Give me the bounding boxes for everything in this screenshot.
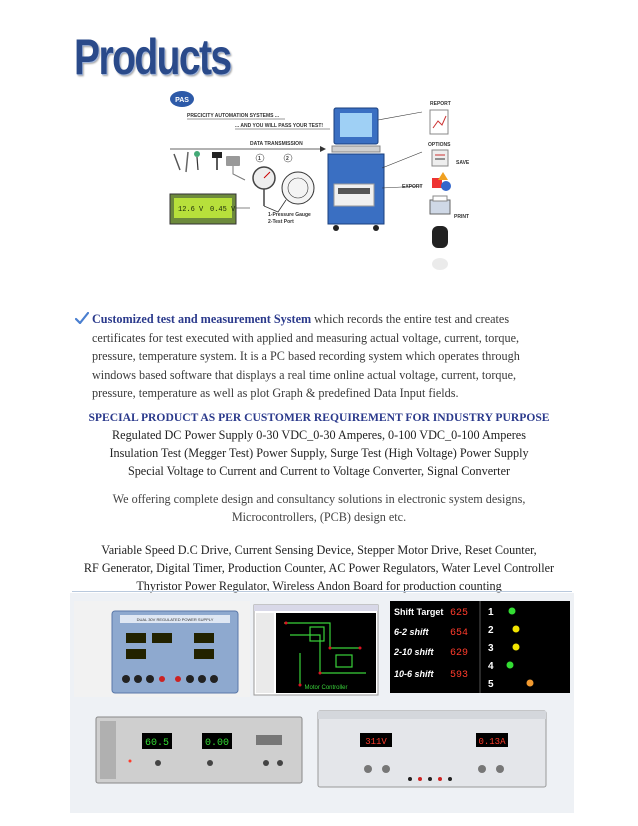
svg-text:5: 5 — [488, 679, 494, 690]
pcb-design-screenshot: Motor Controller — [253, 604, 379, 696]
sensor-probes — [173, 151, 246, 181]
save-label: SAVE — [456, 160, 470, 166]
andon-board-photo: Shift Target 625 6-2 shift 654 2-10 shif… — [390, 601, 570, 693]
options-label: OPTIONS — [428, 142, 451, 148]
intro-paragraph: Customized test and measurement System w… — [75, 310, 554, 403]
data-transmission-label: DATA TRANSMISSION — [250, 141, 303, 147]
products-paragraph: Variable Speed D.C Drive, Current Sensin… — [0, 541, 638, 595]
pressure-gauge: 1 2 1-Pressure Gauge 2-Test Port — [252, 153, 315, 225]
design-line: Microcontrollers, (PCB) design etc. — [231, 510, 407, 524]
tagline-1: PRECICITY AUTOMATION SYSTEMS ... — [187, 113, 280, 119]
display-right-value: 0.45 V — [210, 206, 236, 214]
test-cart — [327, 107, 385, 231]
special-line: Insulation Test (Megger Test) Power Supp… — [109, 446, 529, 460]
svg-text:3: 3 — [488, 643, 494, 654]
andon-row-label: 10-6 shift — [394, 669, 435, 679]
special-line: Regulated DC Power Supply 0-30 VDC_0-30 … — [112, 428, 526, 442]
andon-row-label: 6-2 shift — [394, 627, 430, 637]
meter-voltage: 311V — [365, 737, 387, 747]
products-line: RF Generator, Digital Timer, Production … — [83, 561, 555, 575]
special-heading: SPECIAL PRODUCT AS PER CUSTOMER REQUIREM… — [88, 411, 550, 424]
svg-text:2: 2 — [488, 625, 494, 636]
svg-text:1: 1 — [488, 607, 494, 618]
options-icon — [431, 149, 449, 167]
checkmark-icon — [75, 312, 89, 324]
products-line: Variable Speed D.C Drive, Current Sensin… — [101, 543, 537, 557]
export-icon — [432, 172, 451, 191]
report-label: REPORT — [430, 101, 451, 107]
andon-row-value: 593 — [450, 670, 468, 681]
printer-icon — [429, 195, 451, 215]
pcb-label: Motor Controller — [304, 685, 347, 691]
status-light — [512, 643, 520, 651]
svg-text:4: 4 — [488, 661, 494, 672]
products-line: Thyristor Power Regulator, Wireless Ando… — [136, 579, 502, 593]
special-list: Regulated DC Power Supply 0-30 VDC_0-30 … — [0, 426, 638, 480]
andon-row-value: 629 — [450, 648, 468, 659]
product-photo-collage: DUAL 30V REGULATED POWER SUPPLY Motor — [70, 593, 574, 813]
pas-logo: PAS — [170, 91, 194, 107]
andon-target: 625 — [450, 608, 468, 619]
meter-right-value: 0.00 — [205, 738, 229, 749]
special-line: Special Voltage to Current and Current t… — [127, 464, 511, 478]
intro-highlight: Customized test and measurement System — [92, 312, 312, 326]
andon-row-value: 654 — [450, 628, 468, 639]
svg-text:1: 1 — [258, 156, 261, 162]
lcd-display: 12.6 V 0.45 V — [169, 193, 250, 225]
legend-pressure-gauge: 1-Pressure Gauge — [268, 212, 311, 218]
design-line: We offering complete design and consulta… — [112, 492, 526, 506]
design-paragraph: We offering complete design and consulta… — [0, 490, 638, 526]
legend-test-port: 2-Test Port — [268, 219, 294, 225]
andon-header: Shift Target — [394, 607, 443, 617]
power-unit-photo: 311V 0.13A — [317, 710, 547, 788]
divider — [72, 591, 572, 592]
mouse-icon — [432, 226, 448, 270]
test-system-diagram: PAS PRECICITY AUTOMATION SYSTEMS ... ...… — [169, 91, 470, 270]
print-label: PRINT — [454, 214, 469, 220]
status-light — [508, 607, 516, 615]
intro-body: which records the entire test and create… — [92, 312, 520, 401]
status-light — [526, 679, 534, 687]
page-title: Products — [74, 29, 232, 85]
meter-left-value: 60.5 — [145, 738, 169, 749]
power-supply-photo: DUAL 30V REGULATED POWER SUPPLY — [74, 601, 250, 697]
display-left-value: 12.6 V — [178, 206, 204, 214]
andon-row-label: 2-10 shift — [393, 647, 435, 657]
logo-text: PAS — [175, 97, 189, 104]
svg-text:2: 2 — [286, 156, 289, 162]
report-icon — [429, 109, 449, 135]
digital-meter-photo: 60.5 0.00 — [95, 716, 303, 784]
export-label: EXPORT — [402, 184, 423, 190]
meter-current: 0.13A — [478, 737, 506, 747]
status-light — [506, 661, 514, 669]
tagline-2: ... AND YOU WILL PASS YOUR TEST! — [235, 123, 323, 129]
status-light — [512, 625, 520, 633]
psu-label: DUAL 30V REGULATED POWER SUPPLY — [137, 617, 214, 622]
